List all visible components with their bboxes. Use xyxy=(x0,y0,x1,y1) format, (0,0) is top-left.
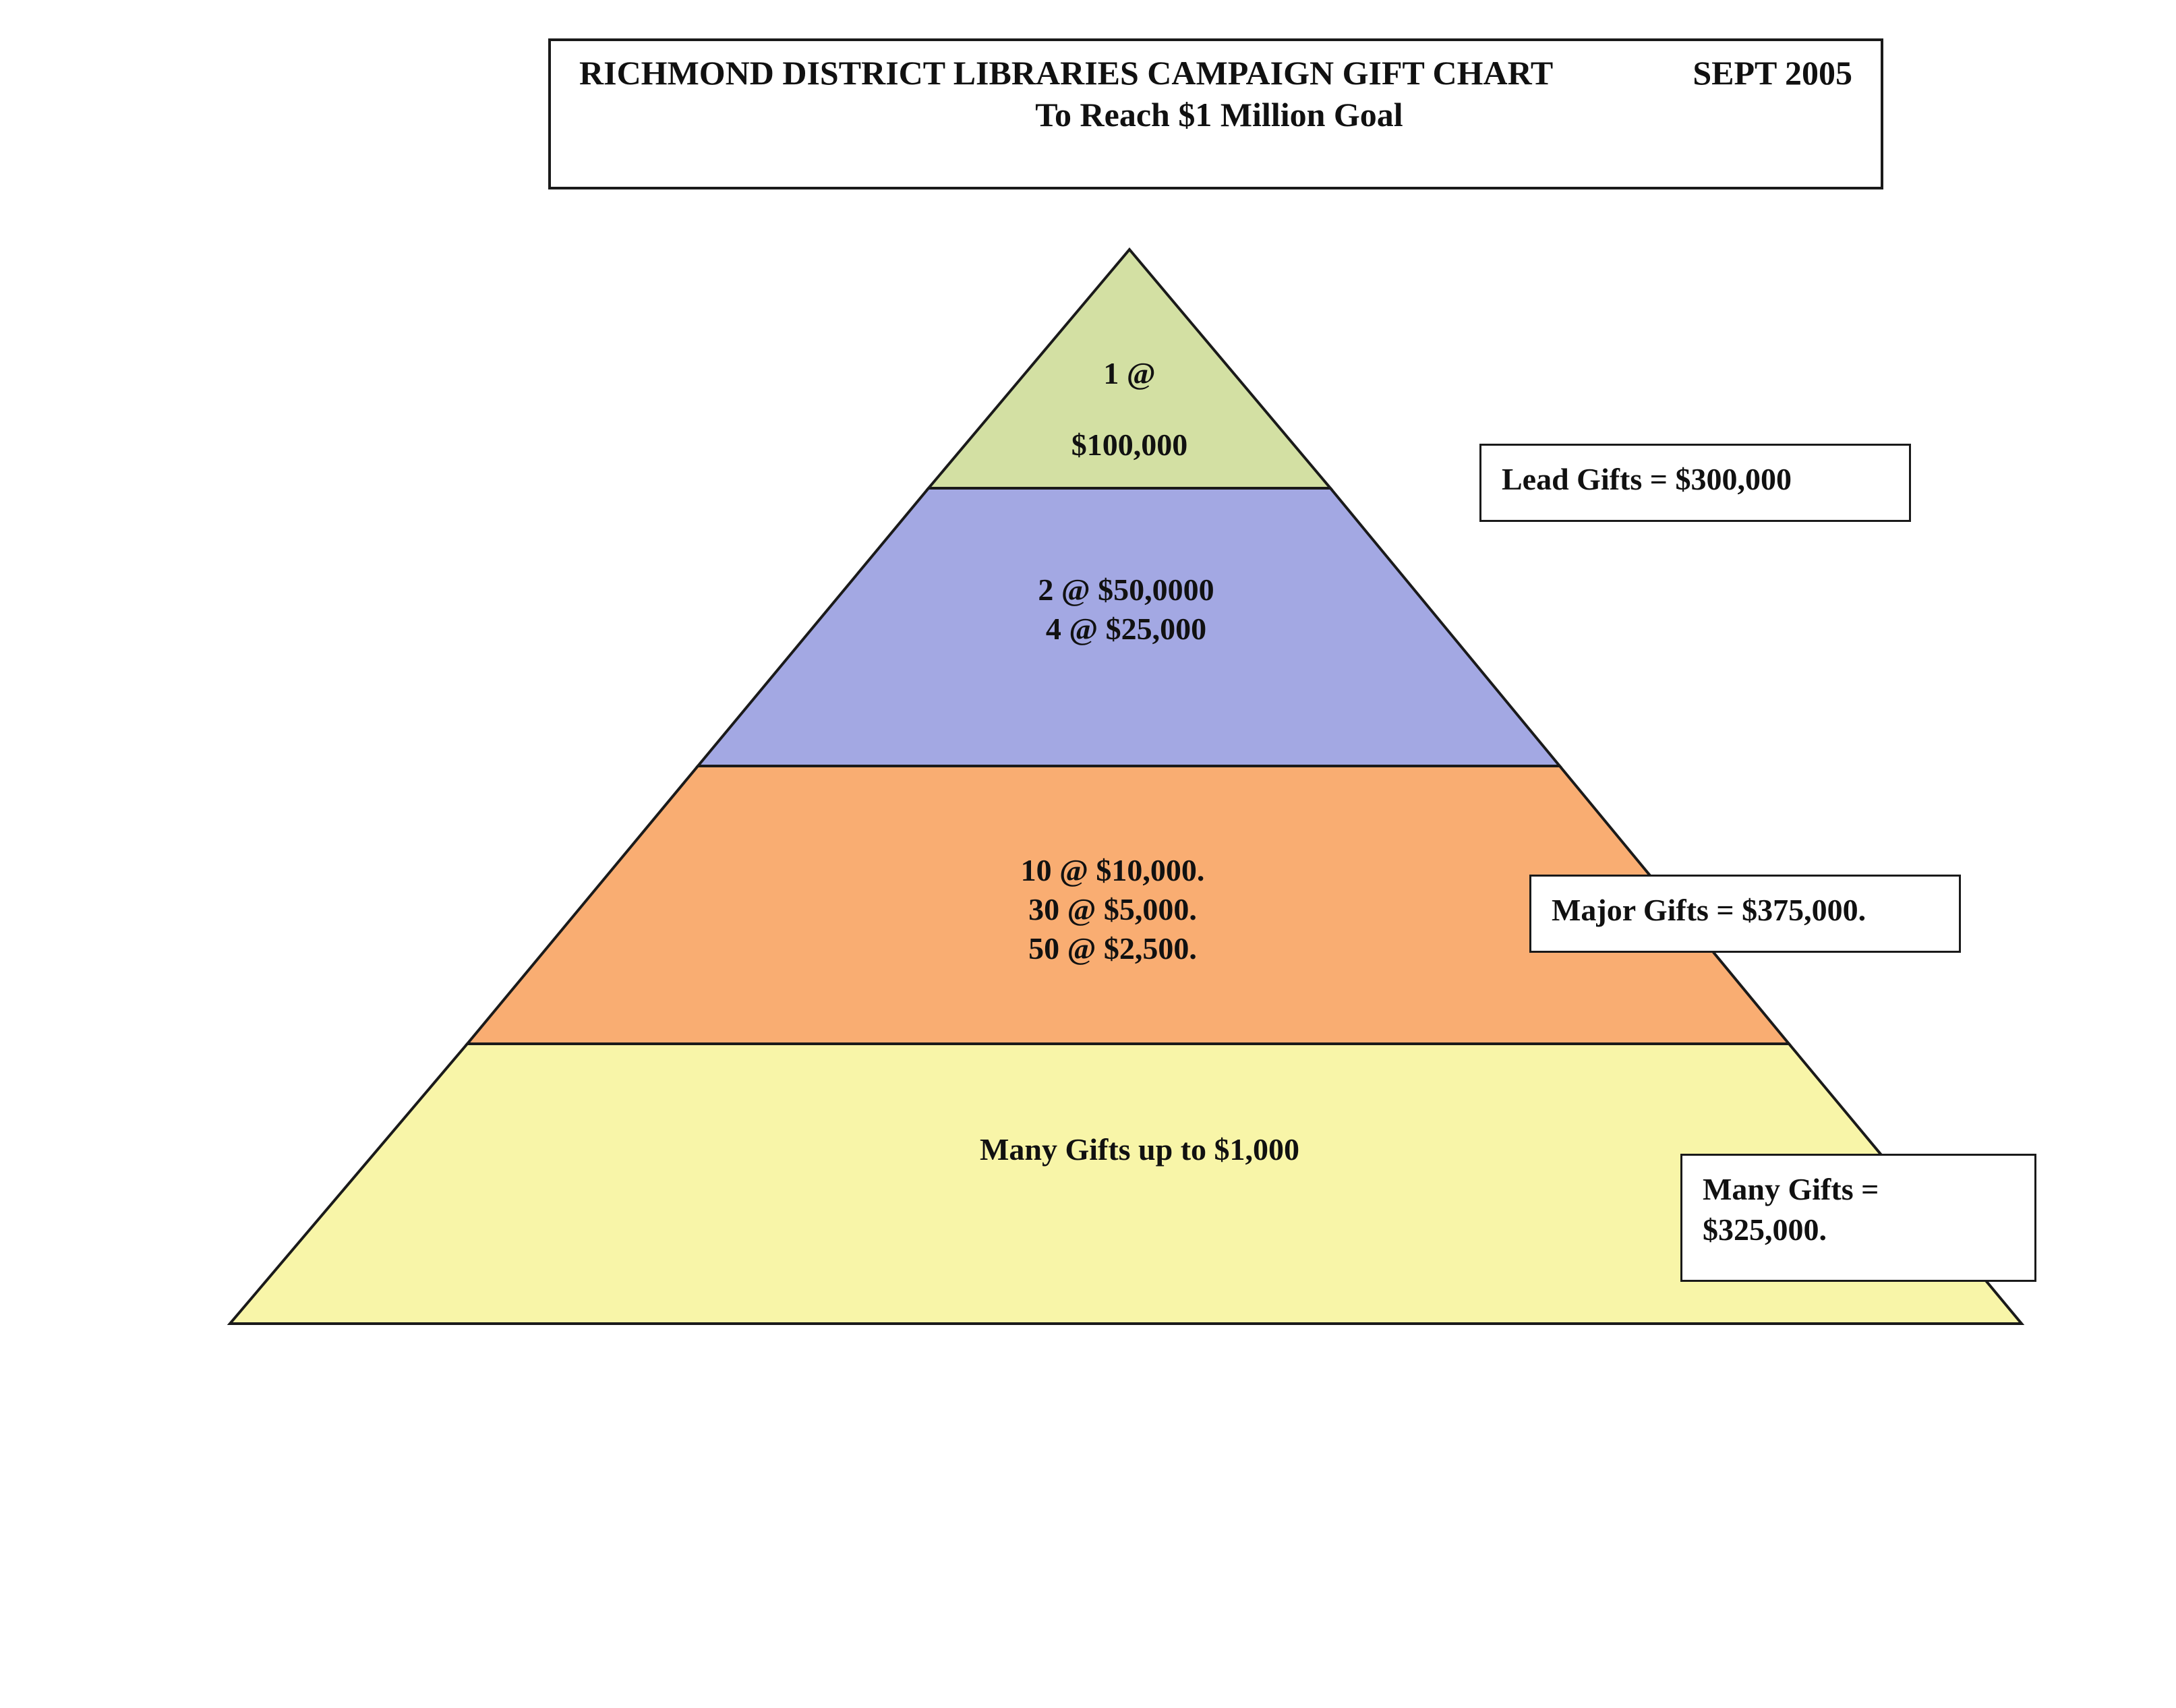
tier-3-line: 10 @ $10,000. xyxy=(1020,853,1205,887)
tier-3-text: 10 @ $10,000. 30 @ $5,000. 50 @ $2,500. xyxy=(910,851,1315,968)
tier-1-count: 1 @ xyxy=(1103,356,1156,390)
tier-3-line: 50 @ $2,500. xyxy=(1028,931,1197,966)
tier-2-line: 4 @ $25,000 xyxy=(1045,612,1207,646)
many-gifts-total: Many Gifts = $325,000. xyxy=(1680,1154,2036,1282)
chart-date: SEPT 2005 xyxy=(1693,54,1852,92)
many-gifts-label: Many Gifts = xyxy=(1703,1172,1879,1206)
tier-1-text: 1 @ $100,000 xyxy=(995,354,1264,465)
major-gifts-total: Major Gifts = $375,000. xyxy=(1529,875,1961,953)
tier-3-line: 30 @ $5,000. xyxy=(1028,892,1197,926)
lead-gifts-total: Lead Gifts = $300,000 xyxy=(1479,444,1911,522)
pyramid-tier-4 xyxy=(227,1042,2025,1325)
tier-2-text: 2 @ $50,0000 4 @ $25,000 xyxy=(924,570,1328,649)
chart-subtitle: To Reach $1 Million Goal xyxy=(1035,96,1403,134)
tier-4-text: Many Gifts up to $1,000 xyxy=(870,1130,1409,1169)
tier-4-line: Many Gifts up to $1,000 xyxy=(979,1132,1300,1167)
tier-1-amount: $100,000 xyxy=(1071,428,1188,462)
chart-header: RICHMOND DISTRICT LIBRARIES CAMPAIGN GIF… xyxy=(548,38,1883,189)
tier-2-line: 2 @ $50,0000 xyxy=(1038,572,1214,607)
many-gifts-amount: $325,000. xyxy=(1703,1212,1827,1247)
lead-gifts-label: Lead Gifts = $300,000 xyxy=(1502,462,1792,496)
chart-title: RICHMOND DISTRICT LIBRARIES CAMPAIGN GIF… xyxy=(579,54,1554,92)
major-gifts-label: Major Gifts = $375,000. xyxy=(1552,893,1866,927)
